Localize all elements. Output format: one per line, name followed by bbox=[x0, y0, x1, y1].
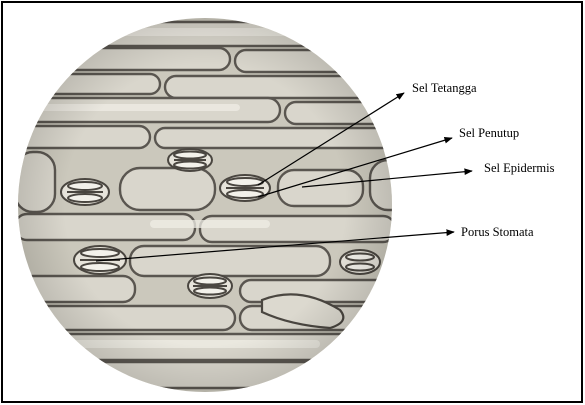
label-porus-stomata: Porus Stomata bbox=[461, 225, 534, 239]
label-sel-penutup: Sel Penutup bbox=[459, 126, 519, 140]
label-sel-tetangga: Sel Tetangga bbox=[412, 81, 477, 95]
label-sel-epidermis: Sel Epidermis bbox=[484, 161, 555, 175]
